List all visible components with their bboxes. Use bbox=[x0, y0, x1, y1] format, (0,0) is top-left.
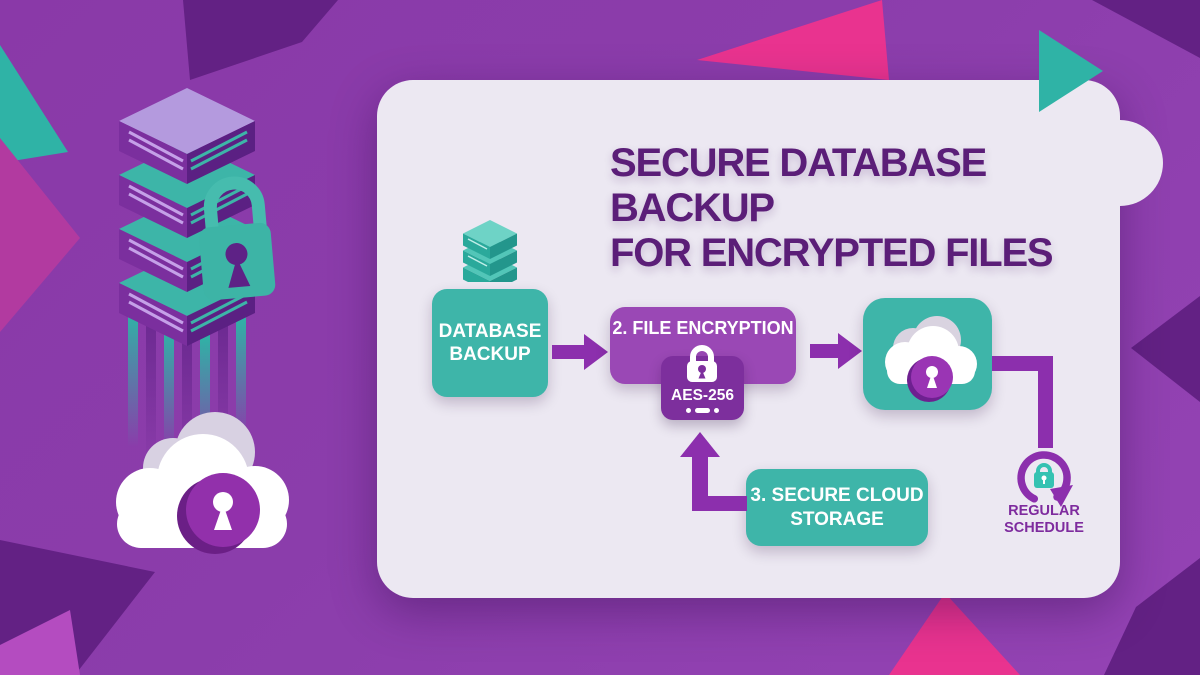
title-line-1: SECURE DATABASE BACKUP bbox=[610, 141, 987, 230]
regular-schedule-line1: REGULAR bbox=[1008, 503, 1080, 519]
secure-cloud-storage-line2: STORAGE bbox=[790, 508, 884, 530]
padlock-icon bbox=[199, 176, 276, 301]
data-stream-lines bbox=[128, 312, 246, 475]
aes-256-badge: AES-256 bbox=[661, 356, 744, 420]
cloud-lock-icon bbox=[885, 316, 977, 402]
database-backup-label-line2: BACKUP bbox=[449, 344, 531, 365]
server-backup-illustration bbox=[116, 88, 289, 554]
database-backup-label-line1: DATABASE bbox=[438, 321, 542, 342]
password-dots bbox=[661, 408, 744, 413]
page-title: SECURE DATABASE BACKUP FOR ENCRYPTED FIL… bbox=[610, 141, 1150, 276]
secure-cloud-storage-line1: 3. SECURE CLOUD bbox=[750, 484, 924, 506]
secure-cloud-storage-box: 3. SECURE CLOUD STORAGE bbox=[746, 469, 928, 546]
title-line-2: FOR ENCRYPTED FILES bbox=[610, 231, 1054, 275]
file-encryption-label: 2. FILE ENCRYPTION bbox=[612, 318, 794, 338]
refresh-schedule-icon bbox=[1017, 451, 1073, 507]
encryption-lock-icon bbox=[687, 345, 717, 382]
cloud-storage-box bbox=[863, 298, 992, 410]
aes-256-label: AES-256 bbox=[671, 387, 734, 404]
regular-schedule-line2: SCHEDULE bbox=[1004, 520, 1084, 536]
database-backup-box: DATABASE BACKUP bbox=[432, 289, 548, 397]
database-stack-icon bbox=[463, 220, 517, 282]
card-bump bbox=[1077, 120, 1163, 206]
regular-schedule-label: REGULAR SCHEDULE bbox=[980, 503, 1108, 537]
server-stack-icon bbox=[119, 88, 255, 346]
cloud-lock-icon bbox=[116, 412, 289, 554]
